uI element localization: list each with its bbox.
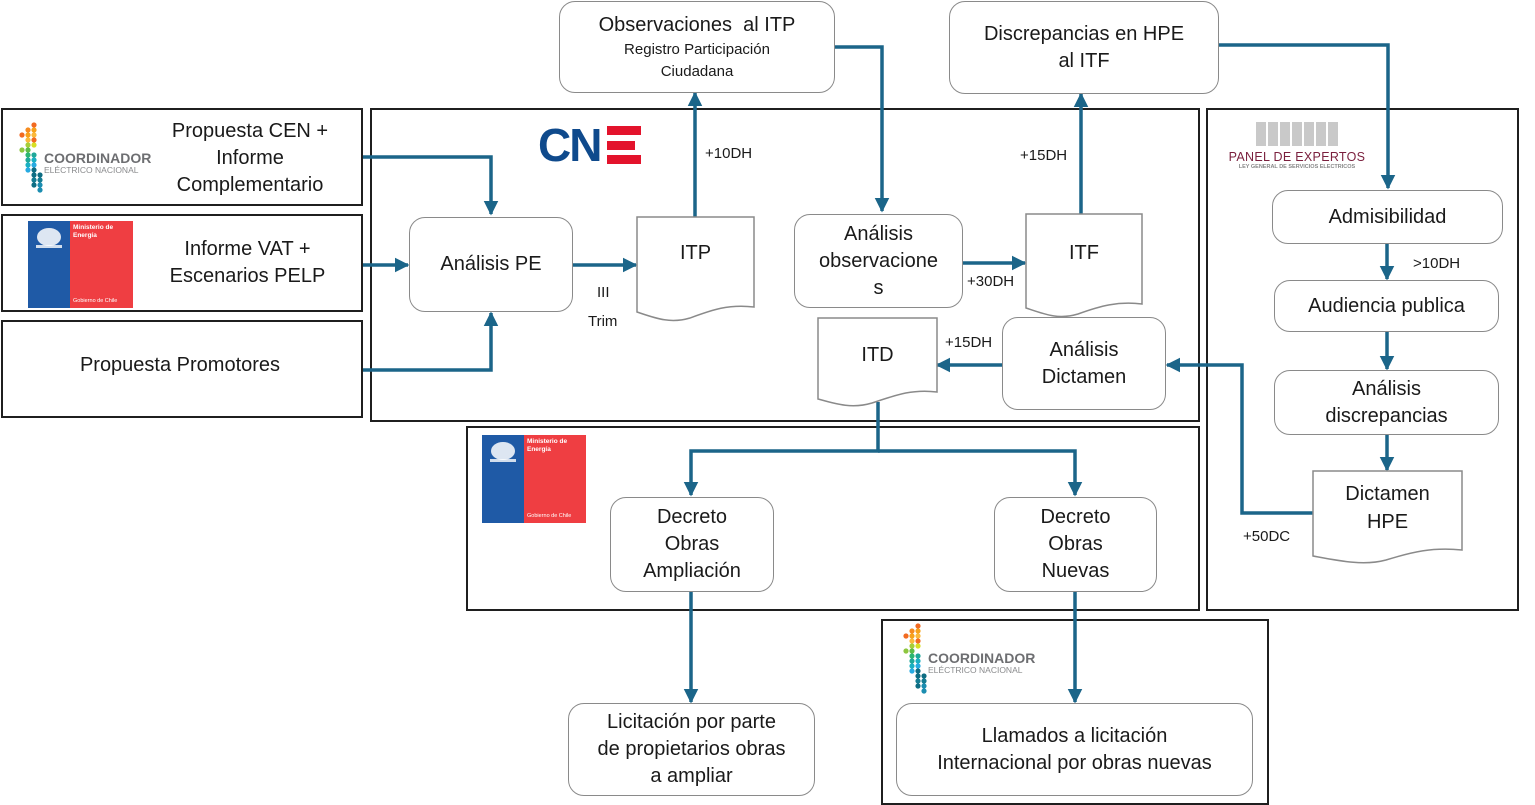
node-analisis-disc-line: Análisis (1352, 377, 1421, 400)
input-cen-text: Propuesta CEN + Informe Complementario (150, 118, 350, 199)
node-llamados-line: Internacional por obras nuevas (937, 751, 1212, 774)
node-llamados[interactable]: Llamados a licitación Internacional por … (896, 703, 1253, 796)
node-analisis-disc-line: discrepancias (1325, 404, 1448, 427)
node-dictamen-hpe-line: Dictamen (1345, 483, 1430, 505)
edge-label-gt10dh: >10DH (1413, 255, 1461, 272)
node-decreto-nuevas-line: Decreto (1040, 506, 1111, 528)
panel-expertos-logo: PANEL DE EXPERTOS LEY GENERAL DE SERVICI… (1212, 122, 1382, 172)
edge-label-plus50dc: +50DC (1243, 528, 1291, 545)
coordinador-logo-title: COORDINADOR (44, 150, 151, 166)
ministerio-logo-footer: Gobierno de Chile (73, 298, 118, 304)
cne-logo-red-bars (606, 126, 641, 164)
input-promotores-text: Propuesta Promotores (30, 352, 330, 379)
edge-label-plus15dh-itf: +15DH (1020, 147, 1068, 164)
node-observaciones-subtitle: Ciudadana (660, 62, 734, 80)
ministerio-logo: Ministerio de Energía Gobierno de Chile (28, 221, 133, 308)
ministerio-logo-title: Ministerio de Energía (73, 224, 114, 239)
node-discrepancias-line: al ITF (1058, 49, 1110, 72)
coordinador-logo-subtitle: ELÉCTRICO NACIONAL (44, 165, 139, 175)
coat-of-arms-icon (490, 442, 516, 462)
node-decreto-nuevas-line: Obras (1048, 533, 1103, 555)
node-admisibilidad[interactable]: Admisibilidad (1272, 190, 1503, 244)
cne-logo: CN (538, 122, 653, 168)
coordinador-logo-title: COORDINADOR (928, 650, 1035, 666)
node-licitacion-propietarios[interactable]: Licitación por parte de propietarios obr… (568, 703, 815, 796)
node-observaciones-subtitle: Registro Participación (624, 40, 770, 58)
node-analisis-dictamen-line: Dictamen (1041, 365, 1127, 388)
input-frame-cen (1, 108, 363, 206)
input-vat-text: Informe VAT + Escenarios PELP (145, 236, 350, 290)
input-cen-line: Propuesta CEN + (171, 120, 329, 142)
node-itp[interactable]: ITP (637, 240, 754, 280)
node-discrepancias-line: Discrepancias en HPE (983, 22, 1185, 45)
coordinador-logo-bottom: COORDINADOR ELÉCTRICO NACIONAL (898, 621, 1038, 701)
input-frame-promotores (1, 320, 363, 418)
node-decreto-nuevas-line: Nuevas (1041, 560, 1110, 582)
node-analisis-dictamen[interactable]: Análisis Dictamen (1002, 317, 1166, 410)
node-itf-label: ITF (1069, 242, 1099, 264)
node-admisibilidad-label: Admisibilidad (1328, 205, 1447, 228)
node-itd-label: ITD (861, 344, 894, 366)
panel-expertos-subtitle: LEY GENERAL DE SERVICIOS ELECTRICOS (1238, 164, 1356, 170)
node-decreto-ampliacion[interactable]: Decreto Obras Ampliación (610, 497, 774, 592)
node-analisis-dictamen-line: Análisis (1049, 338, 1119, 361)
node-itf[interactable]: ITF (1026, 240, 1142, 280)
node-analisis-pe-label: Análisis PE (440, 253, 542, 275)
ministerio-logo-blue (482, 435, 524, 523)
edge-label-plus15dh-itd: +15DH (945, 334, 993, 351)
node-analisis-obs-line: s (873, 276, 884, 299)
node-analisis-discrepancias[interactable]: Análisis discrepancias (1274, 370, 1499, 435)
input-vat-line: Escenarios PELP (169, 265, 326, 287)
coordinador-logo-subtitle: ELÉCTRICO NACIONAL (928, 665, 1023, 675)
coat-of-arms-icon (36, 228, 62, 248)
node-decreto-nuevas[interactable]: Decreto Obras Nuevas (994, 497, 1157, 592)
node-decreto-ampliacion-line: Ampliación (643, 560, 741, 582)
edge-label-plus10dh: +10DH (705, 145, 753, 162)
node-analisis-obs-line: observacione (819, 249, 938, 272)
panel-expertos-columns-icon (1212, 122, 1382, 146)
ministerio-logo-footer: Gobierno de Chile (527, 513, 572, 519)
node-audiencia-label: Audiencia publica (1308, 294, 1465, 317)
coordinador-dots-icon: COORDINADOR ELÉCTRICO NACIONAL (903, 623, 1035, 694)
node-analisis-observaciones[interactable]: Análisis observacione s (794, 214, 963, 308)
input-cen-line: Complementario (176, 174, 324, 196)
node-discrepancias[interactable]: Discrepancias en HPE al ITF (949, 1, 1219, 94)
node-itp-label: ITP (679, 242, 712, 264)
input-frame-vat (1, 214, 363, 312)
ministerio-logo-red: Ministerio de Energía Gobierno de Chile (524, 435, 586, 523)
node-dictamen-hpe-line: HPE (1366, 511, 1409, 533)
cne-logo-blue: CN (538, 119, 602, 171)
node-observaciones-title: Observaciones al ITP (598, 13, 796, 36)
edge-label-iii: III (597, 284, 610, 301)
node-decreto-ampliacion-line: Decreto (656, 506, 728, 528)
input-promotores-line: Propuesta Promotores (79, 354, 281, 376)
input-vat-line: Informe VAT + (184, 238, 311, 260)
node-itd[interactable]: ITD (818, 342, 937, 372)
node-licitacion-line: Licitación por parte (607, 711, 776, 733)
coordinador-dots-icon: COORDINADOR ELÉCTRICO NACIONAL (19, 122, 151, 193)
node-licitacion-line: de propietarios obras (597, 738, 786, 760)
node-analisis-pe[interactable]: Análisis PE (409, 217, 573, 312)
coordinador-logo: COORDINADOR ELÉCTRICO NACIONAL (14, 120, 154, 200)
node-decreto-ampliacion-line: Obras (664, 533, 720, 555)
ministerio-logo-title: Ministerio de Energía (527, 438, 568, 453)
node-observaciones[interactable]: Observaciones al ITP Registro Participac… (559, 1, 835, 93)
node-licitacion-line: a ampliar (650, 765, 733, 787)
input-cen-line: Informe (216, 147, 284, 169)
ministerio-logo-blue (28, 221, 70, 308)
node-audiencia[interactable]: Audiencia publica (1274, 280, 1499, 332)
edge-label-plus30dh: +30DH (967, 273, 1015, 290)
node-dictamen-hpe[interactable]: Dictamen HPE (1313, 481, 1462, 537)
edge-label-trim: Trim (588, 313, 618, 330)
node-llamados-line: Llamados a licitación (981, 724, 1168, 747)
ministerio-logo-decretos: Ministerio de Energía Gobierno de Chile (482, 435, 586, 523)
ministerio-logo-red: Ministerio de Energía Gobierno de Chile (70, 221, 133, 308)
panel-expertos-title: PANEL DE EXPERTOS (1228, 150, 1366, 164)
node-analisis-obs-line: Análisis (844, 222, 913, 245)
